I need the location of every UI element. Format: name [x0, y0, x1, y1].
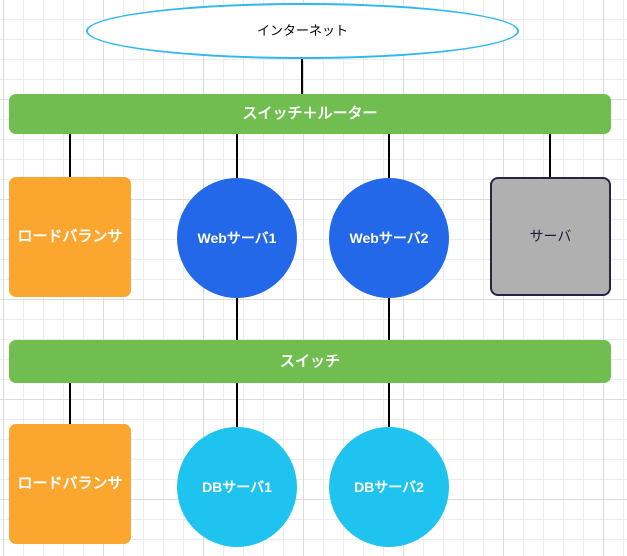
connector-switch-to-db-server-2 — [388, 382, 390, 428]
node-switch-router-label: スイッチ＋ルーター — [242, 105, 378, 123]
node-web-server-2-label: Webサーバ2 — [349, 229, 429, 246]
connector-switch-router-to-load-balancer-top — [69, 133, 71, 178]
node-server[interactable]: サーバ — [490, 177, 611, 296]
node-web-server-1[interactable]: Webサーバ1 — [177, 178, 297, 298]
node-db-server-2[interactable]: DBサーバ2 — [329, 427, 449, 547]
connector-switch-router-to-web-server-1 — [236, 133, 238, 179]
node-web-server-2[interactable]: Webサーバ2 — [329, 178, 449, 298]
connector-web-server-1-to-switch — [236, 297, 238, 341]
node-switch-router[interactable]: スイッチ＋ルーター — [9, 94, 611, 134]
node-internet-label: インターネット — [256, 22, 348, 38]
connector-switch-router-to-server — [549, 133, 551, 178]
connector-switch-to-db-server-1 — [236, 382, 238, 428]
node-load-balancer-top[interactable]: ロードバランサ — [9, 177, 131, 297]
node-load-balancer-bottom[interactable]: ロードバランサ — [9, 424, 131, 544]
node-load-balancer-bottom-label: ロードバランサ — [17, 475, 123, 493]
node-internet[interactable]: インターネット — [86, 3, 519, 59]
connector-switch-to-load-balancer-bottom — [69, 382, 71, 425]
node-db-server-1-label: DBサーバ1 — [202, 478, 272, 495]
connector-web-server-2-to-switch — [388, 297, 390, 341]
connector-switch-router-to-web-server-2 — [388, 133, 390, 179]
node-switch-label: スイッチ — [279, 352, 340, 370]
node-server-label: サーバ — [529, 228, 572, 245]
node-web-server-1-label: Webサーバ1 — [197, 229, 277, 246]
node-db-server-2-label: DBサーバ2 — [354, 478, 424, 495]
node-db-server-1[interactable]: DBサーバ1 — [177, 427, 297, 547]
node-switch[interactable]: スイッチ — [9, 340, 611, 383]
node-load-balancer-top-label: ロードバランサ — [17, 228, 123, 246]
connector-internet-to-switch-router — [301, 58, 303, 95]
